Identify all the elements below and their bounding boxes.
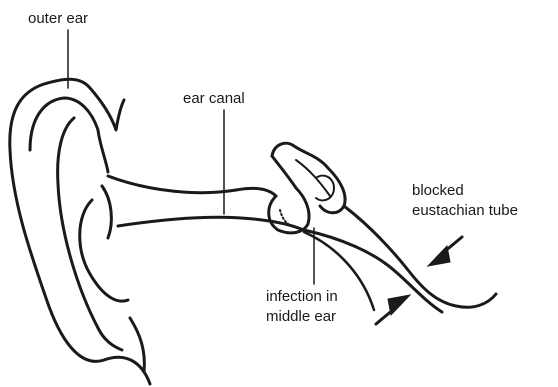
- blocked-arrow-lower-head: [388, 295, 410, 315]
- helix-inner-rim: [30, 98, 108, 172]
- antihelix: [58, 118, 122, 350]
- tragus: [102, 186, 111, 238]
- blocked-eustachian-tube-line-2: eustachian tube: [412, 201, 518, 221]
- ossicles: [272, 143, 345, 213]
- infection-in-middle-ear-line-1: infection in: [266, 287, 338, 307]
- ear-canal-label: ear canal: [183, 89, 245, 109]
- blocked-eustachian-tube-label: blocked eustachian tube: [412, 181, 518, 221]
- concha: [80, 200, 128, 301]
- blocked-eustachian-tube-line-1: blocked: [412, 181, 518, 201]
- outer-ear-label: outer ear: [28, 9, 88, 29]
- ear-canal-upper-wall: [108, 176, 276, 196]
- infection-in-middle-ear-line-2: middle ear: [266, 307, 338, 327]
- infection-in-middle-ear-label: infection in middle ear: [266, 287, 338, 327]
- blocked-arrow-upper-head: [428, 246, 450, 266]
